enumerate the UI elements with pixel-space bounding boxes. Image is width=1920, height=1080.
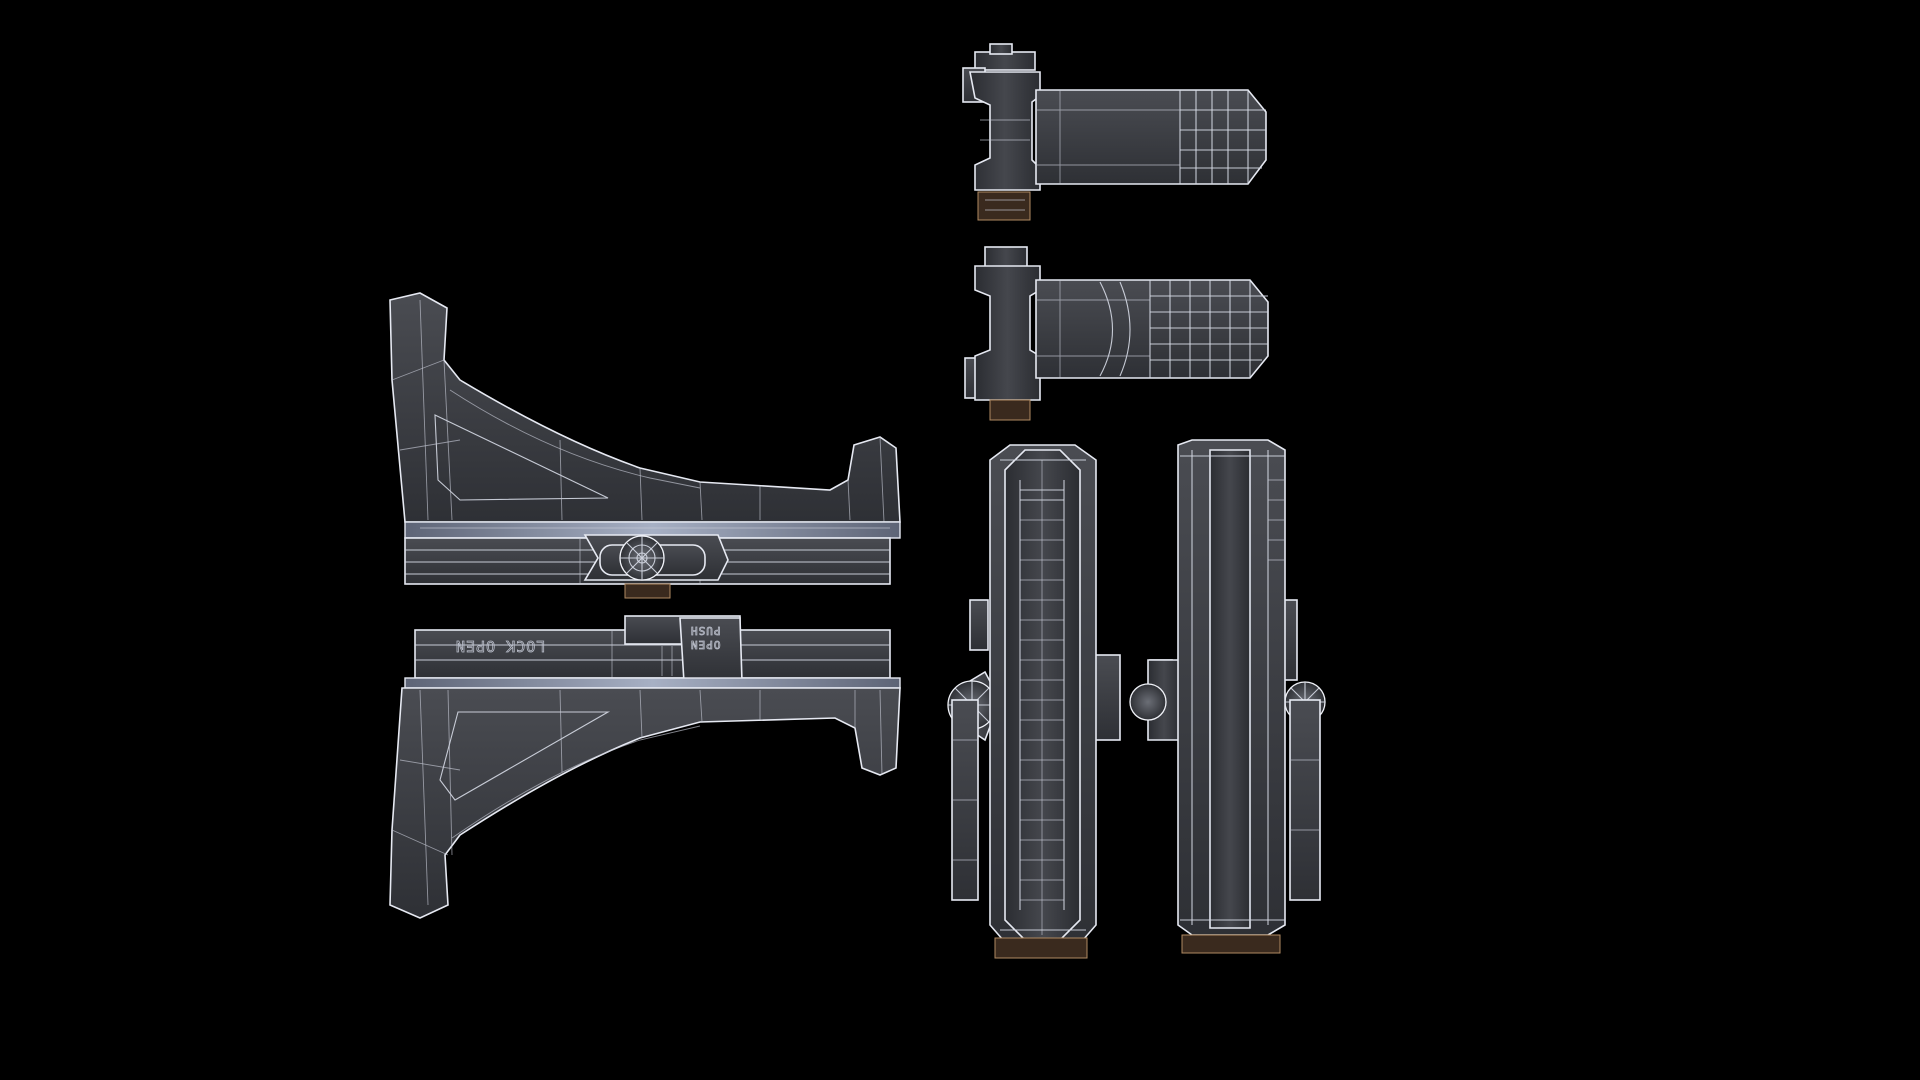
grip-top-view-b (964, 246, 1269, 421)
grip-side-view-lower: LOCK OPEN PUSH OPEN (389, 615, 901, 919)
grip-side-view-upper (389, 292, 901, 599)
lock-open-engraving: LOCK OPEN (455, 637, 545, 655)
grip-rear-view (1129, 439, 1326, 954)
grip-front-view (947, 444, 1121, 959)
open-engraving: OPEN (690, 638, 721, 651)
grip-top-view-a (962, 43, 1267, 221)
push-engraving: PUSH (690, 624, 721, 637)
